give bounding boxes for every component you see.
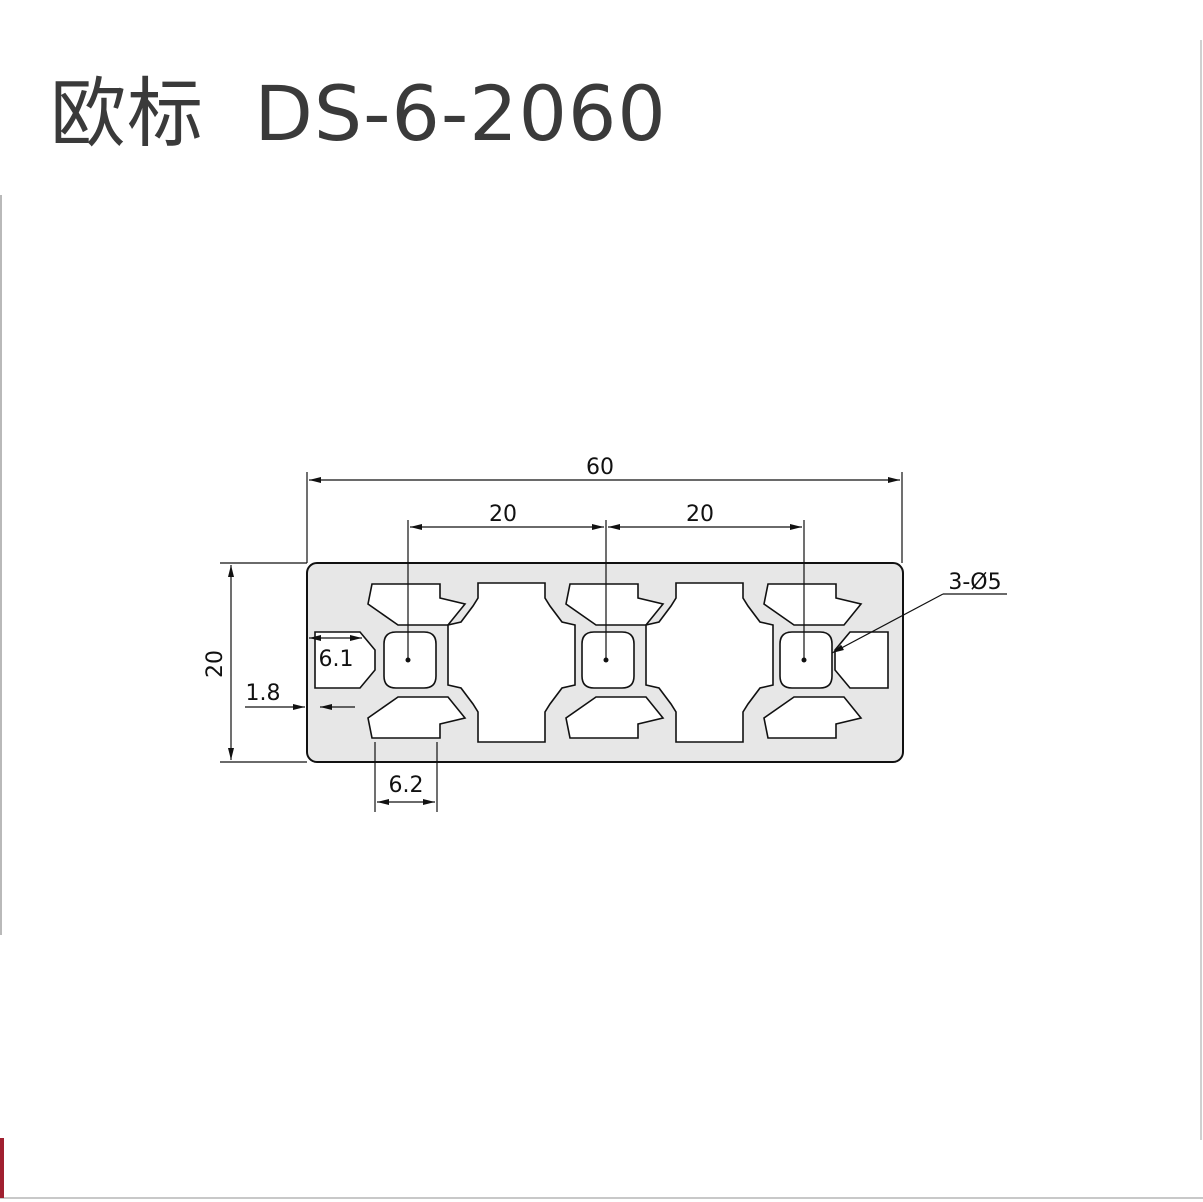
dim-label-slot-width: 6.2 xyxy=(389,773,424,798)
dimension-overall-width xyxy=(306,472,903,563)
aluminium-profile xyxy=(306,562,904,763)
dimension-pitch-left xyxy=(407,520,607,660)
dimension-slot-width xyxy=(374,742,438,812)
dim-label-pitch-right: 20 xyxy=(686,502,714,527)
page-title: 欧标 DS-6-2060 xyxy=(50,69,667,158)
dim-label-slot-opening: 6.1 xyxy=(319,647,354,672)
dim-label-overall-width: 60 xyxy=(586,455,614,480)
dim-label-height: 20 xyxy=(203,650,228,678)
leader-holes xyxy=(831,593,1007,654)
frame-right-edge xyxy=(1200,40,1202,1140)
dim-label-wall-thickness: 1.8 xyxy=(246,681,281,706)
profile-body xyxy=(306,562,904,763)
dim-label-pitch-left: 20 xyxy=(489,502,517,527)
dim-label-holes: 3-Ø5 xyxy=(948,570,1001,595)
red-edge-mark xyxy=(0,1138,4,1198)
dimension-slot-opening xyxy=(306,628,362,650)
frame-bottom-edge xyxy=(0,1197,1203,1199)
frame-left-edge xyxy=(0,195,2,935)
dimension-pitch-right xyxy=(608,520,805,660)
dimension-height xyxy=(220,562,307,763)
